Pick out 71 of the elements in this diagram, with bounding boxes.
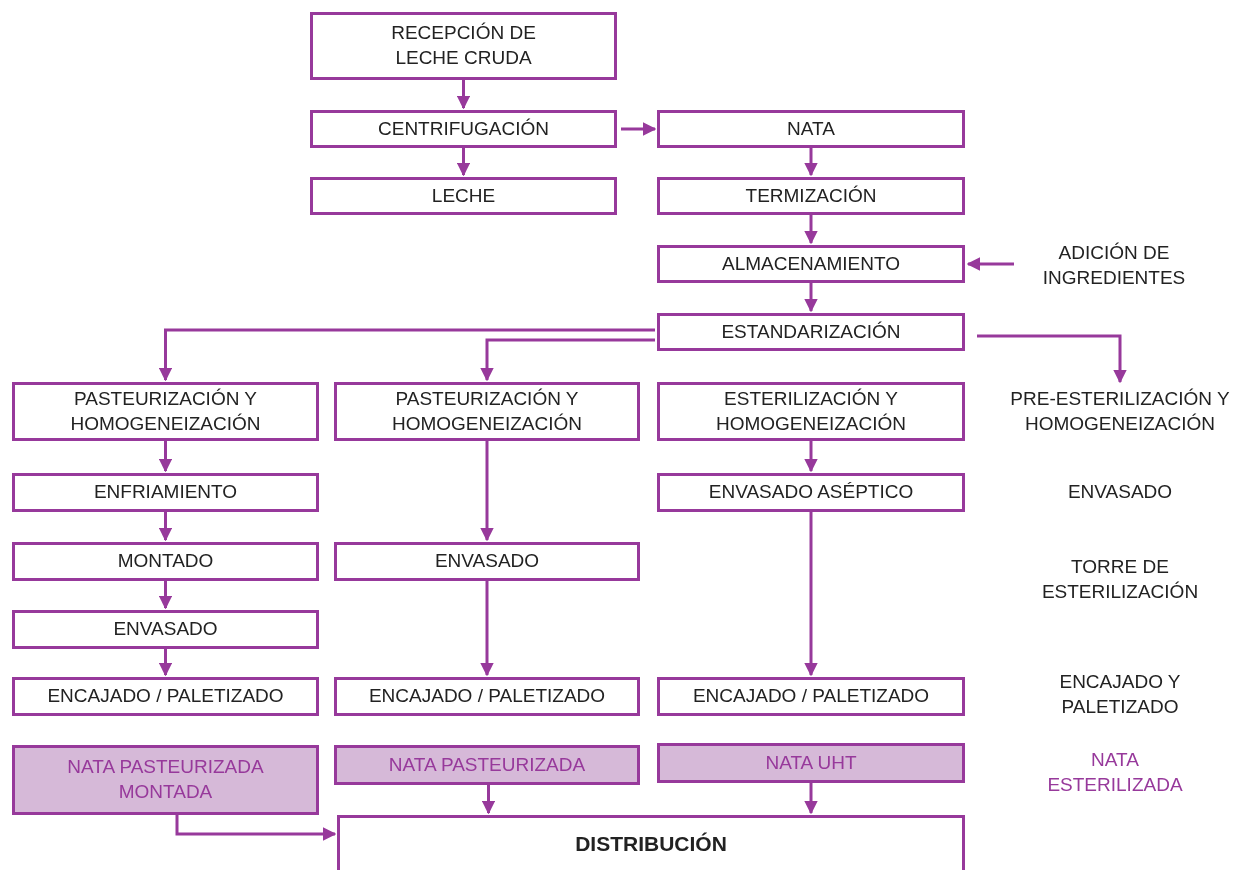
- arrow: [158, 512, 173, 542]
- step-label: ENVASADO: [1066, 480, 1174, 504]
- arrow: [804, 215, 818, 245]
- process-box: [657, 245, 965, 283]
- arrow: [977, 334, 1127, 384]
- arrow: [456, 148, 471, 177]
- process-box: [310, 177, 617, 215]
- process-box: [12, 610, 319, 649]
- process-box: [657, 382, 965, 441]
- distribution-box: [337, 815, 965, 870]
- process-box: [657, 677, 965, 716]
- box-label: PASTEURIZACIÓN Y HOMOGENEIZACIÓN: [69, 386, 262, 436]
- product-box: [12, 745, 319, 815]
- step-label: TORRE DE ESTERILIZACIÓN: [1040, 555, 1200, 604]
- step-label: ENCAJADO Y PALETIZADO: [1058, 670, 1182, 719]
- step-label: ADICIÓN DE INGREDIENTES: [1041, 241, 1187, 290]
- process-box: [657, 313, 965, 351]
- process-box: [310, 12, 617, 80]
- box-label: NATA PASTEURIZADA MONTADA: [66, 755, 265, 804]
- product-label: NATA ESTERILIZADA: [1046, 748, 1184, 797]
- process-box: [657, 110, 965, 148]
- box-label: TERMIZACIÓN: [745, 183, 877, 208]
- process-box: [310, 110, 617, 148]
- box-label: NATA: [787, 116, 835, 141]
- box-label: ENVASADO: [113, 617, 218, 642]
- arrow: [481, 785, 496, 815]
- arrow: [456, 80, 471, 110]
- process-box: [657, 473, 965, 512]
- box-label: LECHE: [431, 183, 496, 208]
- arrow: [158, 328, 655, 382]
- box-label: ENVASADO ASÉPTICO: [708, 480, 914, 505]
- arrow: [158, 441, 173, 473]
- arrow: [480, 581, 494, 677]
- process-box: [12, 382, 319, 441]
- box-label: ENCAJADO / PALETIZADO: [47, 684, 284, 709]
- process-box: [12, 473, 319, 512]
- arrow: [804, 512, 818, 677]
- box-label: ENVASADO: [434, 549, 540, 574]
- box-label: ENFRIAMIENTO: [93, 480, 238, 505]
- arrow: [621, 122, 657, 136]
- product-box: [334, 745, 640, 785]
- box-label: ENCAJADO / PALETIZADO: [692, 684, 930, 709]
- arrow: [158, 649, 173, 677]
- process-box: [12, 542, 319, 581]
- process-box: [334, 382, 640, 441]
- box-label: MONTADO: [117, 549, 214, 574]
- box-label: ALMACENAMIENTO: [721, 251, 901, 276]
- arrow: [966, 257, 1014, 271]
- box-label: NATA UHT: [765, 750, 857, 775]
- process-box: [334, 542, 640, 581]
- box-label: RECEPCIÓN DE LECHE CRUDA: [390, 21, 537, 70]
- box-label: ESTANDARIZACIÓN: [721, 319, 901, 344]
- box-label: CENTRIFUGACIÓN: [378, 116, 549, 141]
- arrow: [804, 148, 818, 177]
- process-box: [334, 677, 640, 716]
- box-label: NATA PASTEURIZADA: [388, 752, 586, 777]
- box-label: ENCAJADO / PALETIZADO: [368, 684, 606, 709]
- arrow: [158, 581, 173, 610]
- arrow: [804, 283, 818, 313]
- step-label: PRE-ESTERILIZACIÓN Y HOMOGENEIZACIÓN: [1009, 387, 1231, 436]
- box-label: DISTRIBUCIÓN: [575, 830, 727, 857]
- arrow: [480, 441, 494, 542]
- arrow: [804, 783, 818, 815]
- arrow: [804, 441, 818, 473]
- process-box: [12, 677, 319, 716]
- product-box: [657, 743, 965, 783]
- arrow: [480, 338, 655, 382]
- box-label: ESTERILIZACIÓN Y HOMOGENEIZACIÓN: [715, 386, 907, 436]
- arrow: [175, 815, 337, 841]
- process-box: [657, 177, 965, 215]
- box-label: PASTEURIZACIÓN Y HOMOGENEIZACIÓN: [391, 386, 583, 436]
